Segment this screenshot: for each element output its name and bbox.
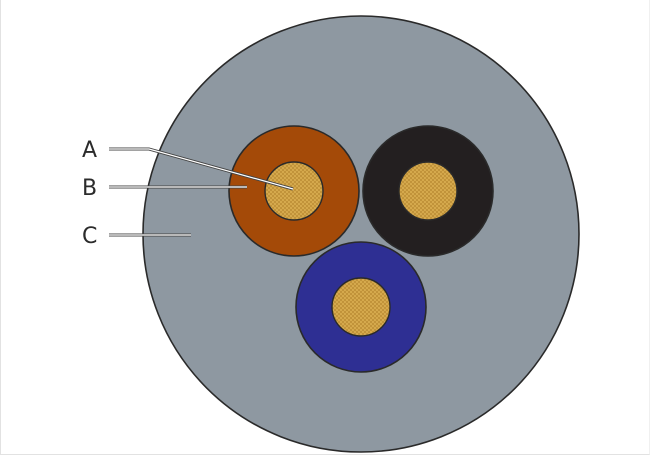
label-b: B	[82, 176, 97, 201]
leader-line-a	[109, 147, 294, 191]
label-c: C	[82, 224, 97, 249]
outer-sheath	[142, 15, 580, 453]
label-a: A	[82, 138, 97, 163]
core-black-conductor	[398, 161, 458, 221]
core-blue-conductor	[331, 277, 391, 337]
core-brown-conductor	[264, 161, 324, 221]
